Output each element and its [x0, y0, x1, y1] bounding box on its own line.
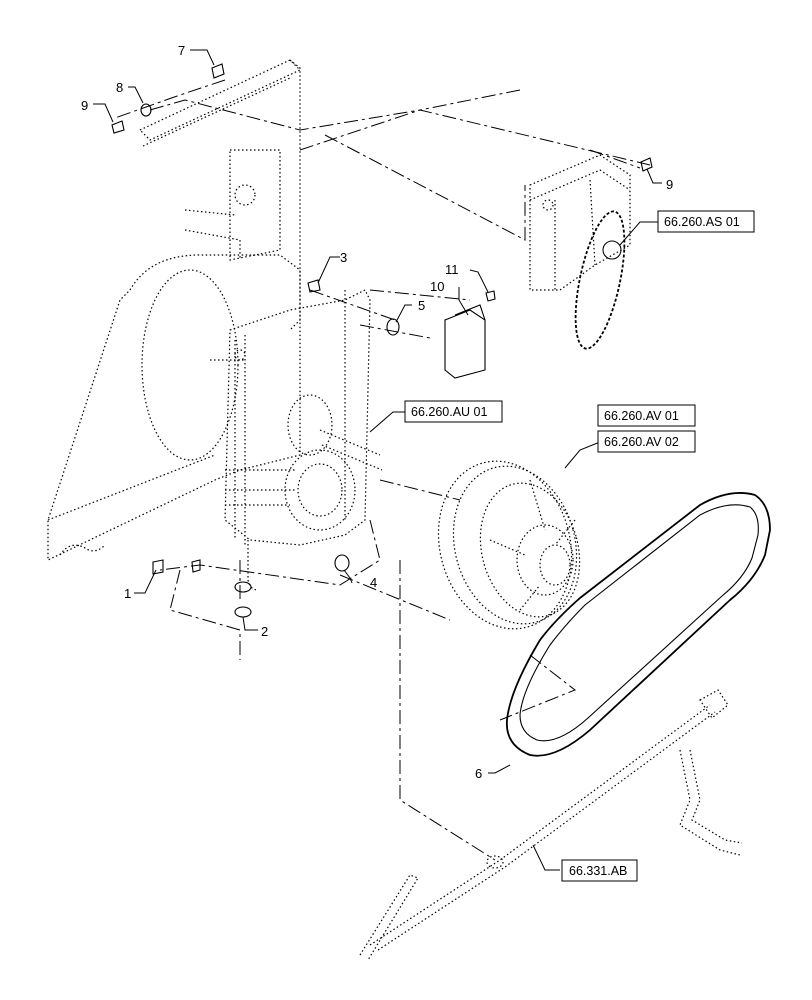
callout-11: 11: [445, 262, 459, 277]
callout-3: 3: [340, 250, 347, 265]
callout-8: 8: [116, 80, 123, 95]
ref-66-331-ab: 66.331.AB: [569, 864, 627, 878]
callout-1: 1: [124, 586, 131, 601]
callout-9-left: 9: [81, 98, 88, 113]
reference-labels: 66.260.AS 01 66.260.AU 01 66.260.AV 01 6…: [411, 215, 740, 878]
ref-66-260-au-01: 66.260.AU 01: [411, 405, 487, 419]
sheave-pulley: [437, 460, 581, 630]
drive-belt: [506, 492, 771, 757]
reference-boxes: [404, 210, 755, 882]
roller-chain: [574, 210, 626, 350]
callout-numbers: 1 2 3 4 5 6 7 8 9 9 10 11: [81, 43, 673, 781]
callout-7: 7: [178, 43, 185, 58]
callout-4: 4: [370, 575, 377, 590]
diagram-artwork: [47, 49, 771, 961]
callout-5: 5: [418, 298, 425, 313]
frame-plate: [138, 59, 302, 331]
ref-66-260-as-01: 66.260.AS 01: [664, 215, 740, 229]
callout-2: 2: [261, 624, 268, 639]
gearbox-housing: [210, 289, 383, 591]
shield-guard: [47, 254, 301, 561]
motor-bracket: [529, 154, 631, 291]
alignment-lines: [114, 79, 651, 861]
lever-linkage: [359, 689, 743, 961]
callout-10: 10: [430, 279, 444, 294]
callout-9-right: 9: [666, 177, 673, 192]
callout-6: 6: [475, 766, 482, 781]
leader-lines: [93, 49, 662, 871]
hardware-parts: [111, 63, 653, 618]
ref-66-260-av-02: 66.260.AV 02: [604, 435, 679, 449]
ref-66-260-av-01: 66.260.AV 01: [604, 409, 679, 423]
